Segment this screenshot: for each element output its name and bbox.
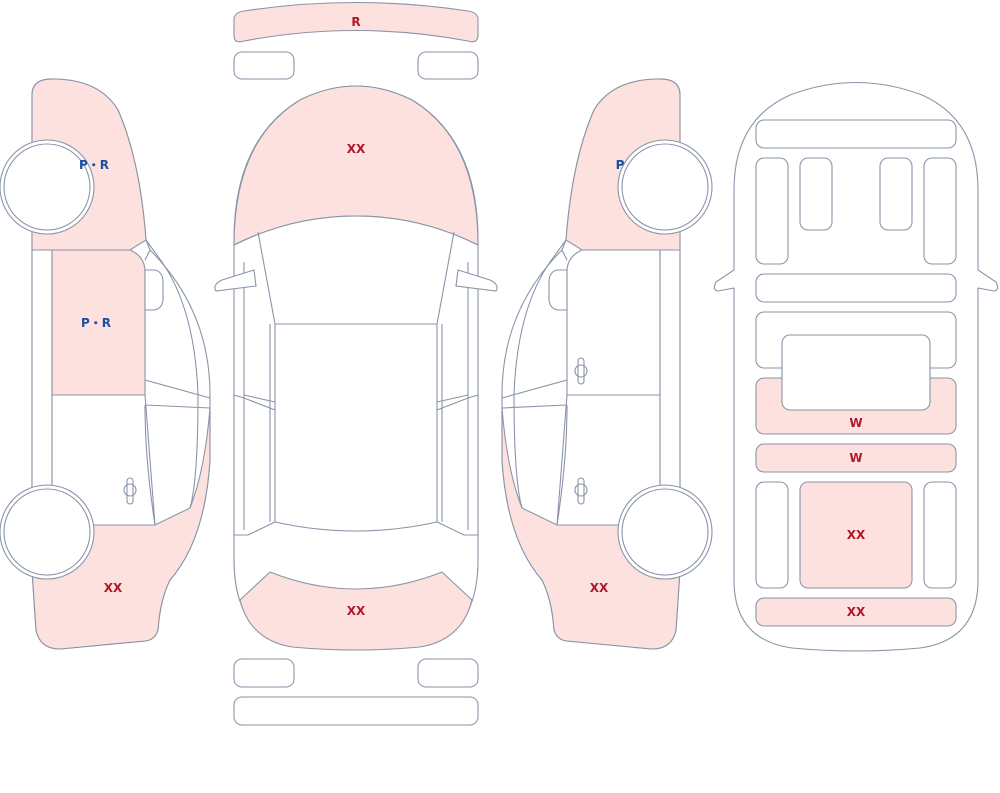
- right-door-handle-rear[interactable]: [577, 477, 585, 505]
- left-front-fender-code: P・R: [79, 158, 109, 172]
- floor-right-rail-front[interactable]: [923, 157, 957, 265]
- left-mirror[interactable]: [214, 269, 257, 292]
- left-side-mirror[interactable]: [144, 269, 164, 311]
- rear-spoiler-code: R: [351, 15, 360, 29]
- right-mirror[interactable]: [455, 269, 498, 292]
- right-rear-quarter-code: XX: [590, 581, 609, 595]
- floor-left-rail-rear[interactable]: [755, 481, 789, 589]
- right-front-door[interactable]: [566, 249, 661, 396]
- left-front-door[interactable]: [51, 249, 146, 396]
- right-side-view: [501, 78, 713, 650]
- floor-panel-1-code: W: [849, 416, 862, 430]
- floor-right-mount[interactable]: [879, 157, 913, 231]
- rear-spoiler-panel[interactable]: [233, 1, 479, 43]
- floor-crossmember-1[interactable]: [755, 273, 957, 303]
- top-view: [214, 1, 498, 726]
- hood-code: XX: [347, 142, 366, 156]
- floor-panel-2-code: W: [849, 451, 862, 465]
- left-rear-quarter[interactable]: [31, 407, 211, 650]
- floor-rear-panel-code: XX: [847, 605, 866, 619]
- right-door-handle-front[interactable]: [577, 357, 585, 385]
- floor-rear-panel[interactable]: [755, 597, 957, 627]
- floor-center-panel-code: XX: [847, 528, 866, 542]
- right-rear-quarter[interactable]: [501, 407, 681, 650]
- floor-left-rail-front[interactable]: [755, 157, 789, 265]
- floor-right-rail-rear[interactable]: [923, 481, 957, 589]
- rear-trunk-panel[interactable]: [239, 571, 473, 651]
- floor-view: [713, 81, 999, 652]
- right-front-fender-code: P: [616, 158, 625, 172]
- front-left-lamp[interactable]: [233, 51, 295, 80]
- damage-labels: R XX XX P・R P・R XX P XX W W XX XX: [79, 15, 866, 619]
- rear-bumper[interactable]: [233, 696, 479, 726]
- floor-tunnel[interactable]: [781, 334, 931, 411]
- rear-right-lamp[interactable]: [417, 658, 479, 688]
- left-side-view: [0, 78, 211, 650]
- left-front-door-code: P・R: [81, 316, 111, 330]
- rear-left-lamp[interactable]: [233, 658, 295, 688]
- floor-front-bar[interactable]: [755, 119, 957, 149]
- floor-left-mount[interactable]: [799, 157, 833, 231]
- floor-center-panel[interactable]: [799, 481, 913, 589]
- right-side-mirror[interactable]: [548, 269, 568, 311]
- rear-trunk-code: XX: [347, 604, 366, 618]
- left-rear-quarter-code: XX: [104, 581, 123, 595]
- left-door-handle[interactable]: [126, 477, 134, 505]
- floor-panel-2[interactable]: [755, 443, 957, 473]
- front-right-lamp[interactable]: [417, 51, 479, 80]
